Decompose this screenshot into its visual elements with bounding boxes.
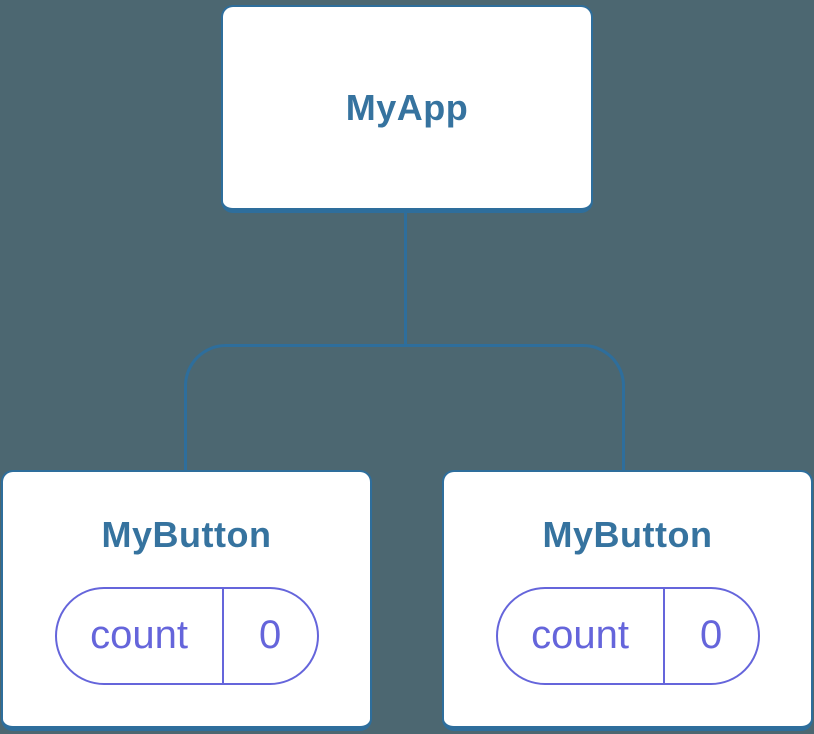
connector-trunk-line: [404, 212, 407, 346]
component-node-child-right: MyButton count 0: [442, 470, 813, 731]
connector-branch-bracket: [184, 344, 625, 470]
state-key: count: [57, 588, 224, 683]
child-node-label: MyButton: [101, 514, 272, 556]
component-node-root: MyApp: [221, 5, 593, 213]
child-node-label: MyButton: [542, 514, 713, 556]
state-value: 0: [258, 613, 282, 658]
state-value: 0: [699, 613, 723, 658]
state-pill: count 0: [54, 586, 319, 685]
component-node-child-left: MyButton count 0: [1, 470, 372, 731]
state-pill: count 0: [495, 586, 760, 685]
root-node-label: MyApp: [345, 86, 469, 128]
state-key: count: [498, 588, 665, 683]
